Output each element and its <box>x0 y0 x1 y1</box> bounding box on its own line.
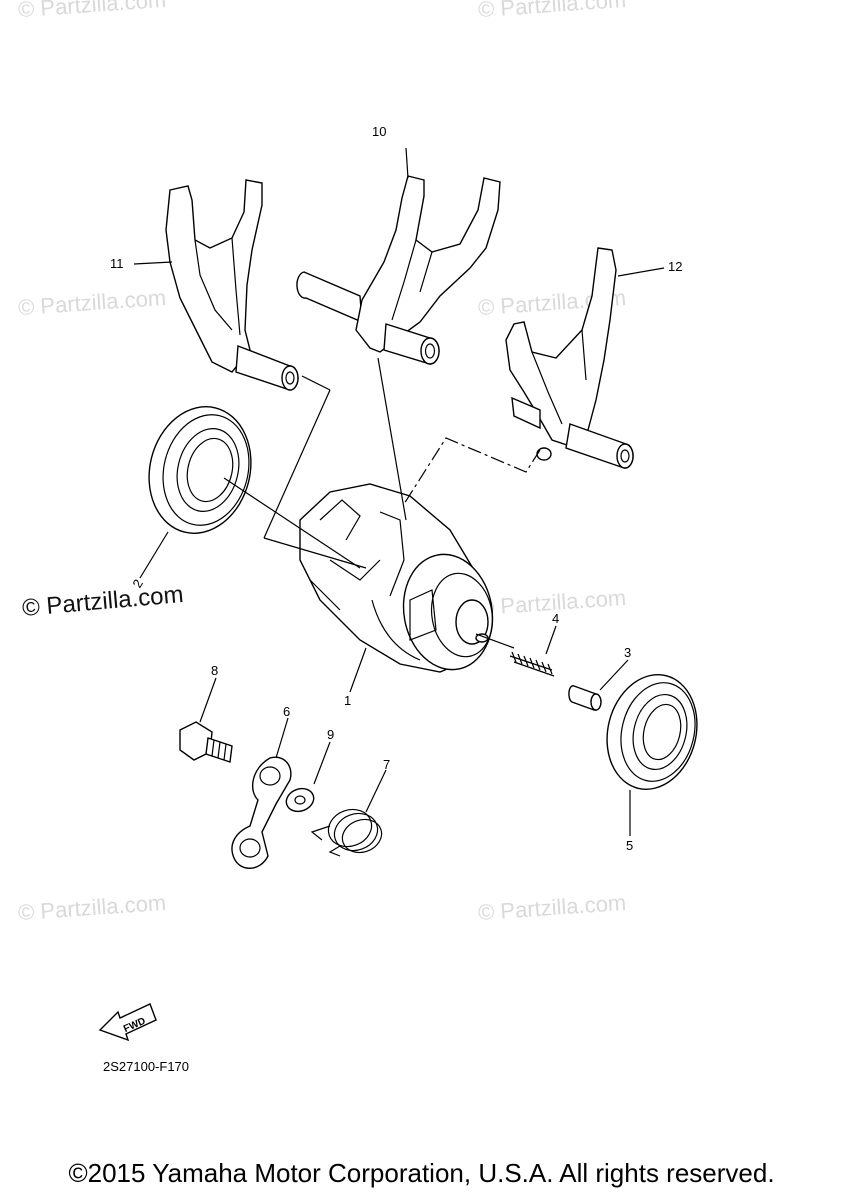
pin-3 <box>568 685 602 711</box>
leader-lines <box>133 147 665 836</box>
bearing-5 <box>606 674 698 790</box>
spring-4 <box>475 633 555 677</box>
bolt-8 <box>179 721 233 763</box>
callout-12: 12 <box>668 259 683 274</box>
callout-4: 4 <box>552 611 560 626</box>
diagram-code: 2S27100-F170 <box>103 1059 190 1074</box>
stopper-lever-6 <box>231 756 292 869</box>
shift-fork-10 <box>296 175 501 365</box>
bearing-2 <box>148 406 252 534</box>
callout-11: 11 <box>110 256 124 271</box>
washer-9 <box>285 787 315 813</box>
shift-drum-1 <box>299 483 494 673</box>
fwd-arrow-icon: FWD <box>98 1003 157 1042</box>
callout-8: 8 <box>211 663 219 678</box>
callout-9: 9 <box>327 727 335 742</box>
callout-6: 6 <box>283 704 291 719</box>
copyright-notice: ©2015 Yamaha Motor Corporation, U.S.A. A… <box>68 1158 775 1188</box>
callout-3: 3 <box>624 645 632 660</box>
shift-fork-11 <box>165 179 299 391</box>
callout-1: 1 <box>344 693 352 708</box>
shift-fork-12 <box>505 247 634 469</box>
callout-10: 10 <box>372 124 387 139</box>
torsion-spring-7 <box>310 808 383 857</box>
callout-7: 7 <box>383 757 391 772</box>
callout-5: 5 <box>626 838 634 853</box>
